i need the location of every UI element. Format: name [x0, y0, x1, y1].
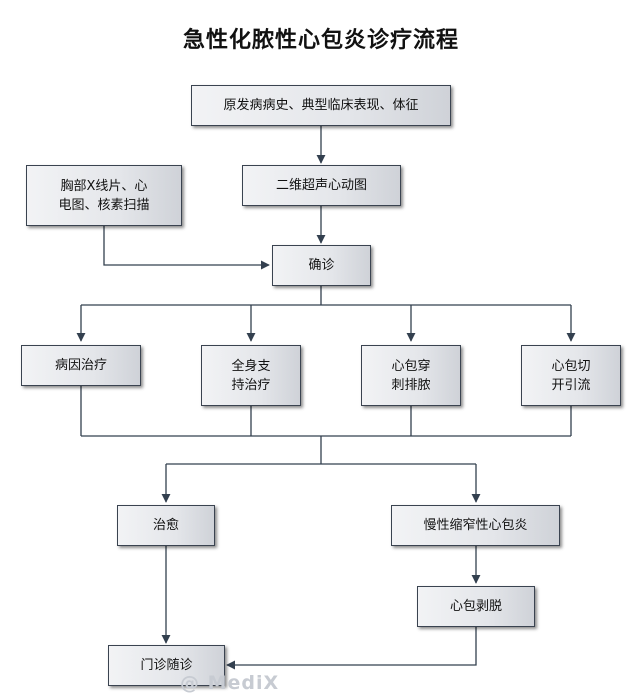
node-pericardiocentesis-label: 心包穿 刺排脓 [391, 358, 431, 393]
node-echo-label: 二维超声心动图 [275, 178, 367, 193]
node-constrictive-label: 慢性缩窄性心包炎 [423, 518, 528, 533]
arrow-imaging-to-diagnosis [103, 226, 270, 270]
node-diagnosis: 确诊 [272, 245, 371, 286]
node-supportive: 全身支 持治疗 [201, 345, 301, 406]
node-etiology-label: 病因治疗 [54, 358, 107, 373]
node-drainage-label: 心包切 开引流 [551, 358, 591, 393]
node-cured-label: 治愈 [152, 518, 179, 533]
watermark: @ MediX [180, 672, 280, 694]
arrow-pericardiectomy-to-followup [226, 627, 477, 670]
node-etiology: 病因治疗 [21, 345, 141, 386]
node-drainage: 心包切 开引流 [521, 345, 621, 406]
node-pericardiectomy-label: 心包剥脱 [449, 599, 502, 614]
node-pericardiectomy: 心包剥脱 [417, 586, 535, 627]
node-constrictive: 慢性缩窄性心包炎 [391, 505, 560, 546]
node-echo: 二维超声心动图 [242, 165, 401, 206]
merge-treatments [80, 386, 572, 464]
node-followup: 门诊随诊 [108, 645, 225, 686]
page-title: 急性化脓性心包炎诊疗流程 [182, 28, 459, 53]
node-history: 原发病病史、典型临床表现、体征 [191, 85, 451, 126]
node-diagnosis-label: 确诊 [308, 258, 335, 273]
node-cured: 治愈 [117, 505, 215, 546]
branch-diagnosis-to-treatments [81, 286, 571, 306]
node-history-label: 原发病病史、典型临床表现、体征 [223, 98, 419, 113]
node-followup-label: 门诊随诊 [140, 658, 193, 673]
node-imaging-label: 胸部X线片、心 电图、核素扫描 [58, 178, 150, 213]
node-pericardiocentesis: 心包穿 刺排脓 [361, 345, 461, 406]
node-supportive-label: 全身支 持治疗 [231, 358, 271, 393]
node-imaging: 胸部X线片、心 电图、核素扫描 [26, 165, 182, 226]
